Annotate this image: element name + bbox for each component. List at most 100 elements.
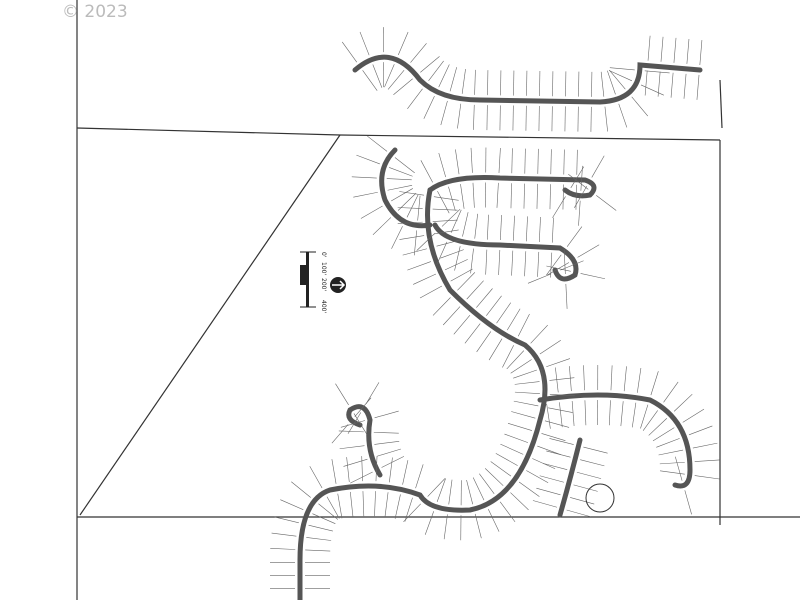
lot-line — [473, 104, 475, 130]
lot-line — [470, 248, 474, 274]
lot-line — [402, 248, 427, 256]
lot-line — [496, 302, 512, 324]
lot-line — [474, 513, 482, 539]
lot-line — [391, 226, 403, 249]
lot-line — [353, 191, 378, 198]
lot-line — [354, 397, 372, 417]
lot-line — [420, 160, 433, 183]
lot-line — [527, 273, 552, 284]
lot-line — [410, 43, 427, 63]
lot-line — [394, 157, 415, 174]
lot-line — [637, 367, 642, 393]
lot-line — [566, 226, 583, 247]
lot-line — [362, 491, 365, 517]
lot-line — [454, 246, 461, 271]
lot-line — [436, 478, 446, 502]
lot-line — [415, 464, 424, 489]
lot-line — [347, 412, 362, 434]
lot-line — [270, 548, 296, 550]
lot-line — [312, 513, 336, 524]
lot-line — [474, 69, 476, 95]
lot-line — [694, 475, 720, 480]
lot-line — [684, 490, 692, 515]
lot-line — [659, 461, 685, 465]
lot-line — [340, 420, 366, 428]
lot-line — [546, 403, 551, 429]
lot-line — [539, 475, 564, 483]
lot-line — [338, 430, 364, 433]
lot-line — [550, 149, 552, 175]
lot-line — [360, 205, 383, 219]
lot-line — [498, 147, 501, 173]
lot-line — [546, 265, 571, 272]
lot-line — [542, 463, 568, 471]
lot-line — [373, 431, 399, 434]
street-north — [352, 54, 703, 105]
lot-line — [623, 366, 627, 392]
lot-line — [549, 438, 574, 445]
lot-line — [432, 297, 451, 316]
lot-line — [397, 207, 423, 209]
scale-label-0: 0' — [320, 252, 327, 258]
lot-line — [699, 40, 703, 65]
lot-line — [351, 176, 377, 179]
lot-line — [574, 185, 588, 208]
lot-line — [640, 404, 649, 429]
lot-line — [577, 244, 600, 258]
lot-line — [549, 393, 575, 397]
water-tank-icon — [585, 483, 615, 513]
lot-line — [573, 484, 598, 492]
lot-line — [673, 37, 677, 63]
lot-line — [433, 196, 459, 201]
lot-line — [559, 402, 563, 428]
lot-line — [620, 401, 624, 427]
lot-line — [657, 71, 661, 97]
lot-line — [453, 315, 471, 335]
lot-line — [566, 509, 591, 518]
lot-line — [570, 166, 585, 189]
lot-line — [362, 70, 378, 91]
lot-line — [404, 497, 413, 522]
lot-line — [457, 103, 462, 129]
lot-line — [604, 106, 608, 132]
lot-line — [387, 70, 405, 90]
lot-line — [682, 408, 705, 423]
lot-line — [436, 239, 461, 247]
lot-line — [571, 401, 575, 426]
lot-line — [455, 149, 460, 175]
lot-line — [506, 308, 521, 331]
lot-line — [376, 448, 401, 457]
lot-line — [407, 261, 431, 271]
lot-line — [525, 216, 528, 242]
lot-line — [308, 524, 333, 532]
lot-line — [331, 459, 337, 484]
lot-line — [350, 491, 354, 517]
lot-line — [424, 511, 435, 535]
lot-line — [399, 235, 425, 240]
cul-de-sac-north — [427, 175, 597, 199]
lot-line — [656, 438, 680, 448]
lot-line — [476, 331, 492, 353]
lot-line — [432, 208, 458, 211]
lot-line — [518, 481, 540, 497]
lot-line — [488, 338, 503, 361]
lot-line — [609, 400, 611, 426]
lot-line — [386, 178, 412, 181]
street-south — [557, 437, 583, 518]
lot-line — [476, 288, 493, 308]
lot-line — [539, 340, 561, 355]
lot-line — [610, 365, 613, 391]
lot-line — [495, 453, 518, 466]
lot-line — [397, 31, 409, 56]
lot-line — [339, 445, 365, 450]
lot-line — [511, 148, 513, 174]
lot-line — [365, 382, 380, 404]
lot-line — [660, 36, 664, 62]
lot-line — [384, 492, 389, 518]
lot-line — [375, 456, 378, 482]
lot-line — [510, 492, 529, 511]
lot-line — [504, 433, 529, 443]
lot-line — [393, 78, 413, 96]
lot-line — [485, 249, 488, 275]
lot-line — [517, 313, 530, 337]
